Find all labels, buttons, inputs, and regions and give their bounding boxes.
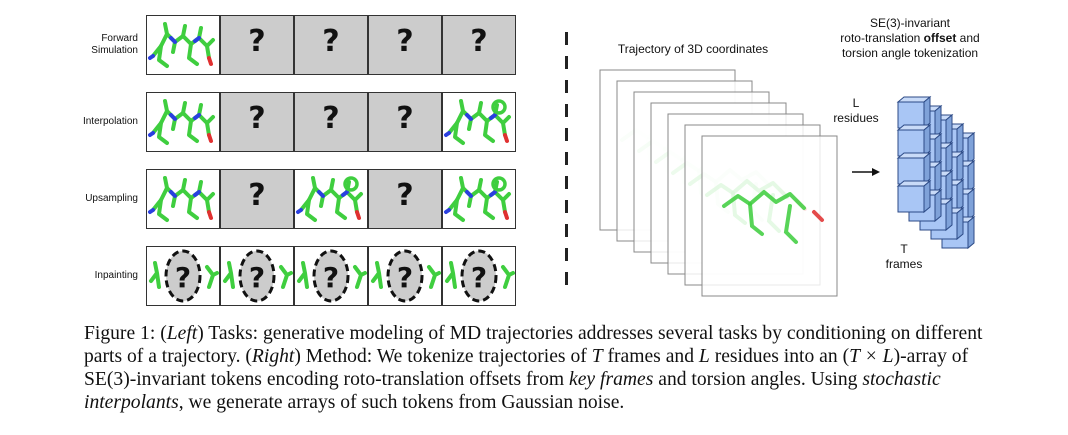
- unknown-frame-cell: ?: [220, 169, 294, 229]
- row-label: Inpainting: [94, 270, 138, 281]
- token-side: [934, 160, 942, 195]
- token-side: [956, 150, 964, 185]
- question-mark: ?: [248, 101, 266, 136]
- token-side: [934, 188, 942, 223]
- l-residues-label: L residues: [833, 96, 879, 125]
- svg-text:?: ?: [471, 261, 487, 294]
- token-side: [945, 141, 953, 176]
- unknown-frame-cell: ?: [368, 169, 442, 229]
- svg-text:?: ?: [397, 261, 413, 294]
- unknown-frame-cell: ?: [368, 92, 442, 152]
- question-mark: ?: [248, 24, 266, 59]
- molecule-frame-cell: [146, 15, 220, 75]
- token-side: [945, 197, 953, 232]
- unknown-frame-cell: ?: [220, 92, 294, 152]
- molecule-frame-cell: [442, 169, 516, 229]
- token-title: SE(3)-invariant roto-translation offset …: [820, 16, 1000, 61]
- token-title-line3: torsion angle tokenization: [841, 46, 979, 60]
- arrow-head: [872, 168, 880, 176]
- svg-text:?: ?: [249, 261, 265, 294]
- separator-dash: [565, 32, 568, 45]
- method-diagram: [599, 69, 976, 297]
- token-side: [923, 123, 931, 158]
- masked-frame-cell: ?: [146, 246, 220, 306]
- token-title-line1: SE(3)-invariant: [869, 16, 951, 30]
- molecule-frame-cell: [146, 92, 220, 152]
- token-side: [967, 187, 975, 222]
- question-mark: ?: [396, 24, 414, 59]
- token-side: [956, 178, 964, 213]
- separator-dash: [565, 128, 568, 141]
- frame-molecule-sidechain: [748, 202, 798, 244]
- row-label: Upsampling: [85, 193, 138, 204]
- token-title-line2: roto-translation offset and: [840, 31, 980, 45]
- masked-frame-cell: ?: [368, 246, 442, 306]
- masked-frame-cell: ?: [442, 246, 516, 306]
- masked-frame-cell: ?: [220, 246, 294, 306]
- question-mark: ?: [322, 24, 340, 59]
- token-side: [934, 132, 942, 167]
- token-cube: [897, 101, 925, 129]
- molecule-frame-cell: [442, 92, 516, 152]
- token-side: [956, 206, 964, 241]
- masked-frame-cell: ?: [294, 246, 368, 306]
- unknown-frame-cell: ?: [442, 15, 516, 75]
- unknown-frame-cell: ?: [294, 92, 368, 152]
- separator-dash: [565, 272, 568, 285]
- token-side: [923, 151, 931, 186]
- separator-dash: [565, 248, 568, 261]
- separator-dash: [565, 224, 568, 237]
- separator-dash: [565, 104, 568, 117]
- question-mark: ?: [322, 101, 340, 136]
- question-mark: ?: [470, 24, 488, 59]
- token-side: [945, 113, 953, 148]
- unknown-frame-cell: ?: [294, 15, 368, 75]
- token-side: [945, 169, 953, 204]
- unknown-frame-cell: ?: [220, 15, 294, 75]
- separator-dash: [565, 152, 568, 165]
- frame-molecule-oxygen: [812, 210, 824, 222]
- frame-molecule: [722, 190, 806, 210]
- unknown-frame-cell: ?: [368, 15, 442, 75]
- question-mark: ?: [248, 178, 266, 213]
- token-side: [967, 159, 975, 194]
- trajectory-frame: [701, 135, 838, 297]
- token-side: [956, 122, 964, 157]
- token-cube: [897, 129, 925, 157]
- svg-text:?: ?: [175, 261, 191, 294]
- figure-caption: Figure 1: (Left) Tasks: generative model…: [84, 322, 1004, 414]
- question-mark: ?: [396, 178, 414, 213]
- caption-text: Figure 1: (Left) Tasks: generative model…: [84, 323, 983, 413]
- separator-dash: [565, 200, 568, 213]
- token-side: [923, 95, 931, 130]
- t-frames-label: T frames: [885, 242, 923, 271]
- separator-dash: [565, 176, 568, 189]
- token-side: [967, 215, 975, 250]
- row-label: Interpolation: [82, 116, 138, 127]
- token-side: [934, 104, 942, 139]
- molecule-frame-cell: [146, 169, 220, 229]
- separator-dash: [565, 80, 568, 93]
- token-cube: [897, 185, 925, 213]
- trajectory-label: Trajectory of 3D coordinates: [617, 42, 769, 56]
- token-side: [923, 179, 931, 214]
- svg-text:?: ?: [323, 261, 339, 294]
- token-side: [967, 131, 975, 166]
- token-cube: [897, 157, 925, 185]
- question-mark: ?: [396, 101, 414, 136]
- molecule-frame-cell: [294, 169, 368, 229]
- separator-dash: [565, 56, 568, 69]
